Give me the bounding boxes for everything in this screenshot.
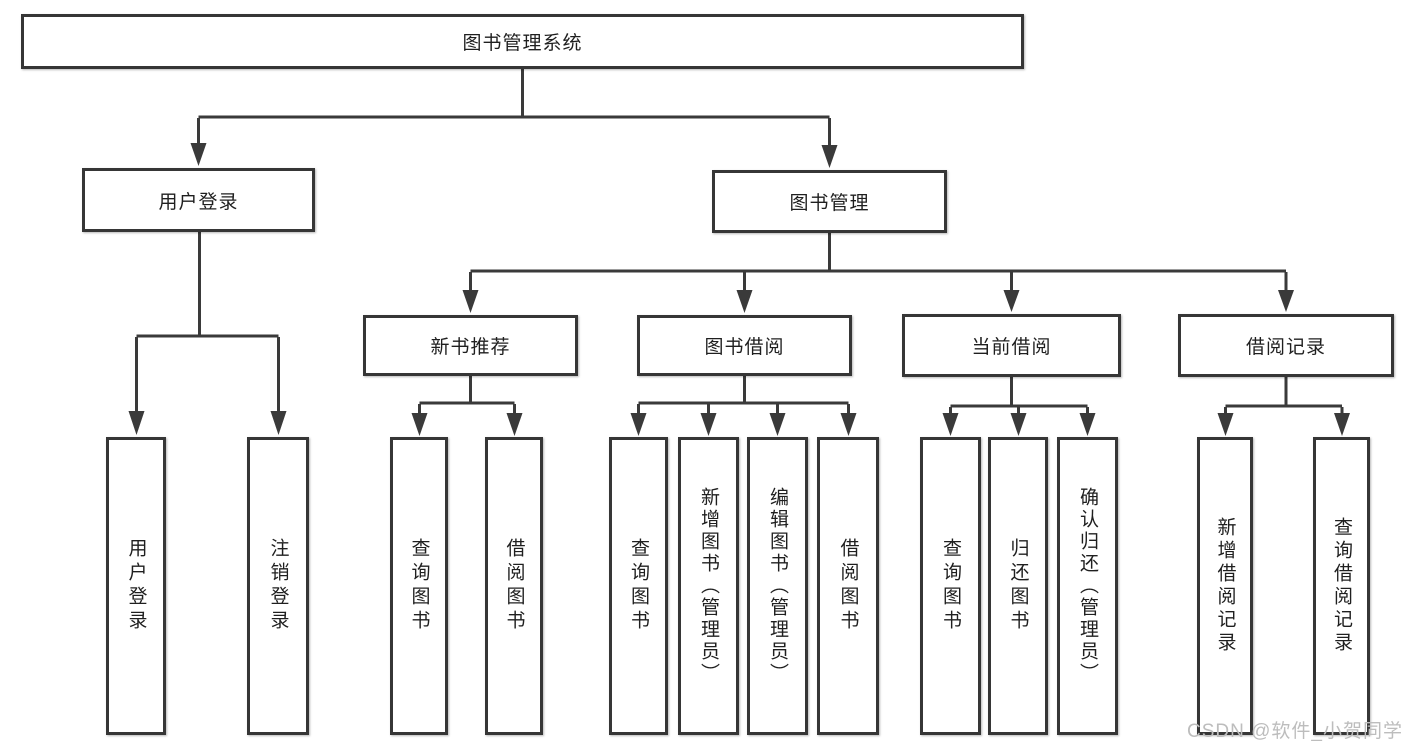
leaf-current-return: 归还图书 <box>988 437 1048 735</box>
connector-bookmgmt-stem <box>469 233 1288 292</box>
node-new-book-recommend: 新书推荐 <box>363 315 578 376</box>
node-book-borrow: 图书借阅 <box>637 315 852 376</box>
leaf-records-add: 新增借阅记录 <box>1197 437 1253 735</box>
leaf-current-query: 查询图书 <box>920 437 981 735</box>
leaf-logout: 注销登录 <box>247 437 309 735</box>
leaf-records-query: 查询借阅记录 <box>1313 437 1370 735</box>
node-current-borrow: 当前借阅 <box>902 314 1121 377</box>
connector-userlogin-stem <box>135 232 280 413</box>
leaf-user-login: 用户登录 <box>106 437 166 735</box>
connector-newbook-stem <box>418 375 516 415</box>
leaf-newbook-query: 查询图书 <box>390 437 448 735</box>
connector-bookborrow-stem <box>637 375 850 415</box>
leaf-borrow-add-admin: 新增图书（管理员） <box>678 437 739 735</box>
leaf-newbook-borrow: 借阅图书 <box>485 437 543 735</box>
node-book-management: 图书管理 <box>712 170 947 233</box>
node-root: 图书管理系统 <box>21 14 1024 69</box>
leaf-borrow-book: 借阅图书 <box>817 437 879 735</box>
csdn-watermark: CSDN @软件_小贺同学 <box>1187 721 1403 742</box>
leaf-borrow-query: 查询图书 <box>609 437 668 735</box>
arrowheads <box>128 143 1350 436</box>
node-borrow-records: 借阅记录 <box>1178 314 1394 377</box>
node-user-login: 用户登录 <box>82 168 315 232</box>
connector-currentborrow-stem <box>949 376 1089 415</box>
connector-records-stem <box>1224 376 1344 415</box>
leaf-borrow-edit-admin: 编辑图书（管理员） <box>747 437 808 735</box>
leaf-current-confirm-admin: 确认归还（管理员） <box>1057 437 1118 735</box>
connector-root-stem <box>197 69 831 148</box>
